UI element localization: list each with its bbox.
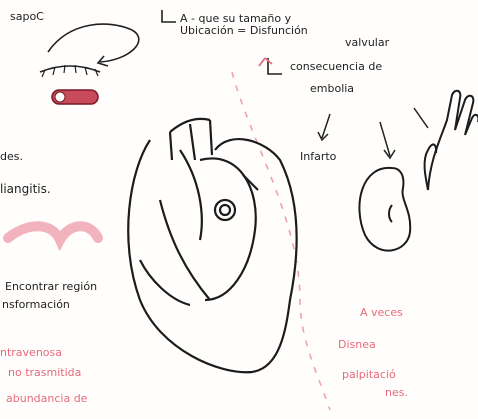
- note-sepsis: sapoC: [10, 10, 44, 23]
- note-des: des.: [0, 150, 23, 163]
- note-abundancia: abundancia de: [6, 392, 87, 405]
- dashed-line: [232, 72, 330, 410]
- hand-drawing: [425, 91, 478, 190]
- pink-highlight: [8, 226, 98, 240]
- note-disnea: Disnea: [338, 338, 376, 351]
- eye-sketch: [40, 66, 100, 72]
- note-embolia: embolia: [310, 82, 354, 95]
- note-intravenosa: ntravenosa: [0, 346, 62, 359]
- note-angitis: liangitis.: [0, 182, 51, 196]
- note-consecuencia: consecuencia de: [290, 60, 382, 73]
- note-infarto: Infarto: [300, 150, 336, 163]
- curved-arrow: [100, 30, 139, 62]
- note-nes: nes.: [385, 386, 408, 399]
- note-encontrar: Encontrar región: [5, 280, 97, 293]
- note-no-trasmitida: no trasmitida: [8, 366, 81, 379]
- note-ubicacion: Ubicación = Disfunción: [180, 24, 308, 37]
- heart-drawing: [128, 119, 296, 372]
- note-valvular: valvular: [345, 36, 389, 49]
- curved-arrow: [48, 24, 132, 52]
- note-palpitacion: palpitació: [342, 368, 396, 381]
- note-transformacion: nsformación: [2, 298, 70, 311]
- kidney-drawing: [359, 168, 410, 251]
- note-a-veces: A veces: [360, 306, 403, 319]
